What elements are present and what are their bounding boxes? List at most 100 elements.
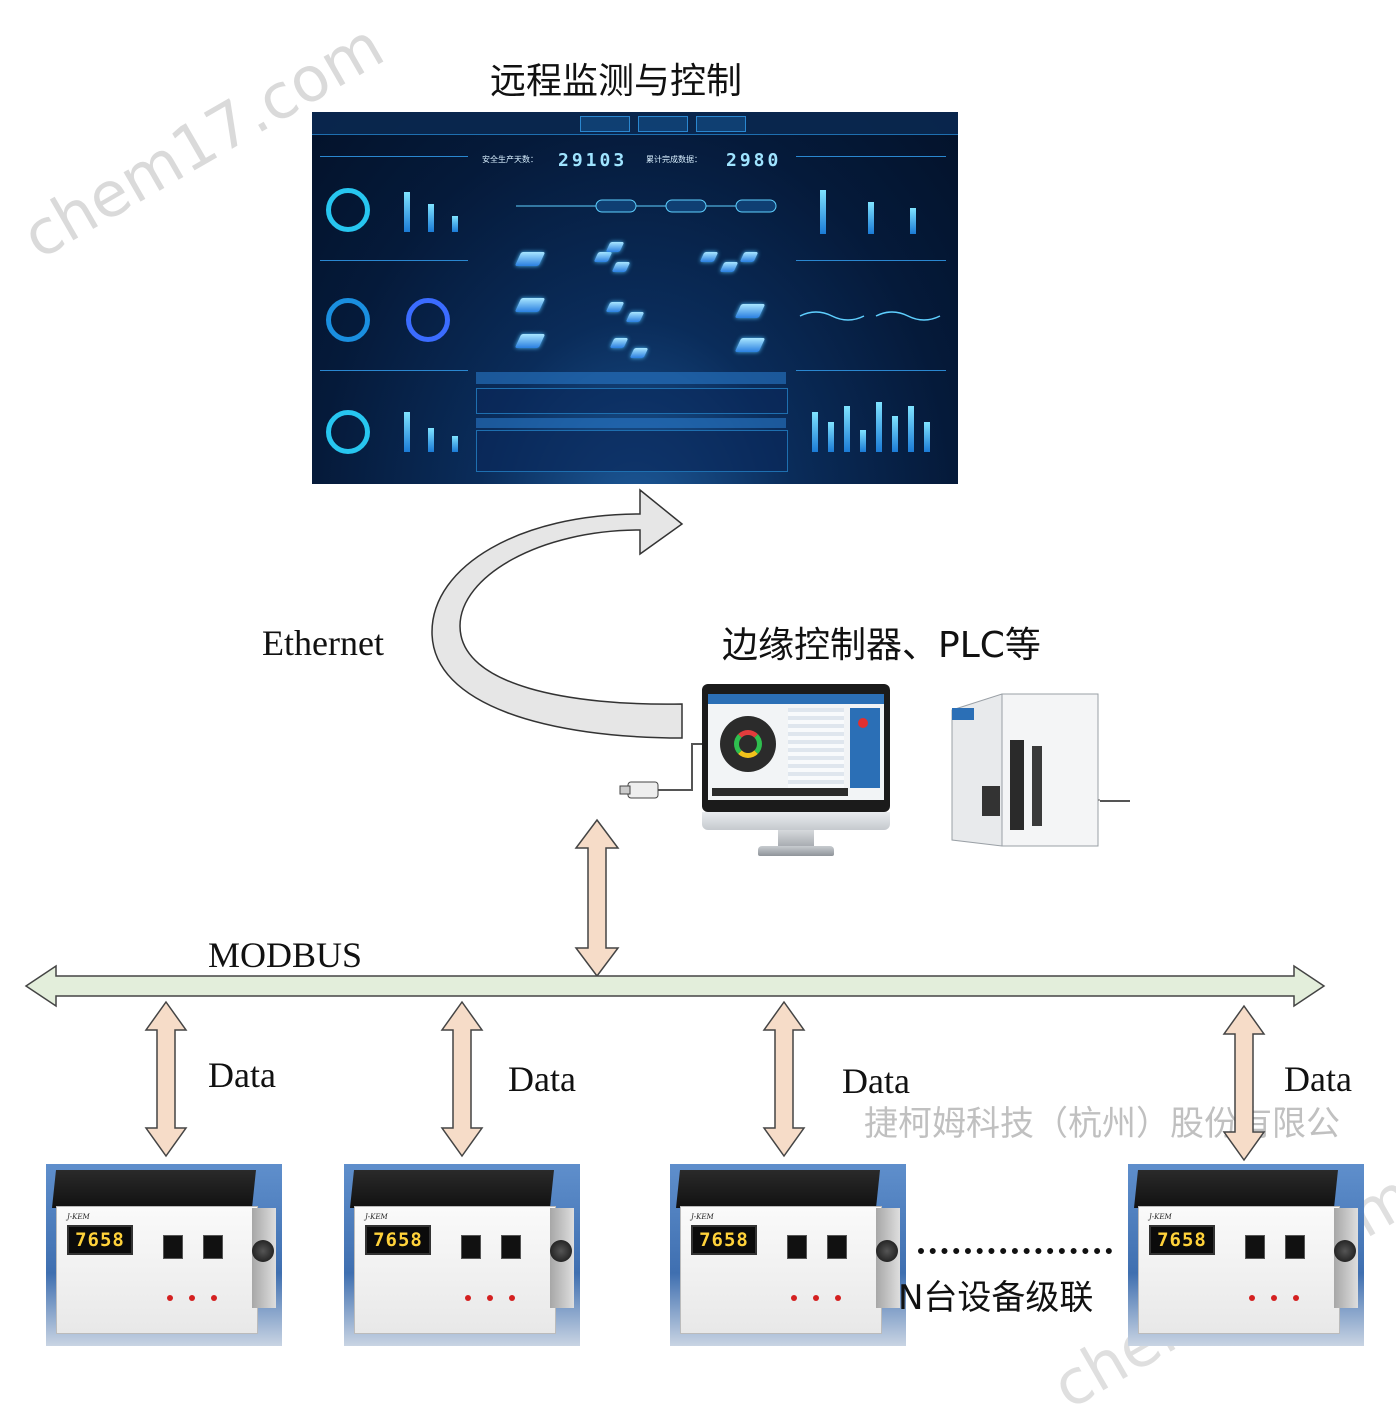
gauge-ring [406, 298, 450, 342]
counter-1-label: 安全生产天数： [482, 155, 538, 164]
usb-cable [619, 743, 702, 799]
bar [924, 422, 930, 452]
bar [404, 412, 410, 452]
monitor-chin [702, 812, 890, 830]
gauge-ring [326, 298, 370, 342]
display-value: 7658 [75, 1229, 125, 1251]
panel-title [320, 252, 468, 261]
dashboard-tab [696, 116, 746, 132]
data-arrow-4 [1222, 1004, 1266, 1162]
status-led [1249, 1295, 1255, 1301]
device-face: J-KEM 7658 [680, 1206, 882, 1334]
device-node [605, 242, 625, 252]
bar [908, 406, 914, 452]
dashboard-topbar [312, 112, 958, 135]
cascade-label: N台设备级联 [898, 1278, 1094, 1318]
temperature-controller-1: J-KEM 7658 [46, 1164, 282, 1346]
status-strip [476, 372, 786, 384]
device-node [609, 338, 629, 348]
bar [428, 204, 434, 232]
device-face: J-KEM 7658 [1138, 1206, 1340, 1334]
ethernet-label: Ethernet [262, 623, 384, 663]
device-brand: J-KEM [1149, 1213, 1172, 1221]
status-led [1293, 1295, 1299, 1301]
data-label-1: Data [208, 1055, 276, 1095]
device-node [605, 302, 625, 312]
bar [812, 412, 818, 452]
mode-switch [827, 1235, 847, 1259]
bar [828, 422, 834, 452]
device-node [699, 252, 719, 262]
device-top [676, 1170, 880, 1208]
device-node [719, 262, 739, 272]
device-knob [550, 1240, 572, 1262]
cascade-dotted-line [918, 1248, 1112, 1262]
device-display: 7658 [1149, 1225, 1215, 1255]
device-node [514, 252, 546, 266]
status-led [1271, 1295, 1277, 1301]
device-top [350, 1170, 554, 1208]
data-label-3: Data [842, 1061, 910, 1101]
plc-cable [1100, 800, 1130, 802]
device-node [734, 304, 766, 318]
controller-bus-arrow [574, 818, 620, 978]
status-led [791, 1295, 797, 1301]
plc-unit [951, 693, 1100, 847]
bar [404, 192, 410, 232]
device-brand: J-KEM [365, 1213, 388, 1221]
dashboard-tab [580, 116, 630, 132]
device-node [625, 312, 645, 322]
power-switch [461, 1235, 481, 1259]
data-label-2: Data [508, 1059, 576, 1099]
data-arrow-3 [762, 1000, 806, 1158]
table-header [476, 418, 786, 428]
device-top [1134, 1170, 1338, 1208]
device-display: 7658 [365, 1225, 431, 1255]
data-table [476, 430, 788, 472]
data-arrow-1 [144, 1000, 188, 1158]
bar [910, 208, 916, 234]
device-brand: J-KEM [67, 1213, 90, 1221]
status-led [465, 1295, 471, 1301]
bar [892, 416, 898, 452]
panel-title [320, 148, 468, 157]
panel-title [796, 362, 946, 371]
wave-chart [799, 311, 941, 321]
bar [868, 202, 874, 234]
status-row [476, 388, 788, 414]
dashboard-screen: 安全生产天数： 29103 累计完成数据： 2980 [312, 112, 958, 484]
bar [452, 436, 458, 452]
status-led [211, 1295, 217, 1301]
edge-controller-label: 边缘控制器、PLC等 [722, 625, 1041, 666]
device-node [739, 252, 759, 262]
status-led [835, 1295, 841, 1301]
mode-switch [1285, 1235, 1305, 1259]
device-node [611, 262, 631, 272]
temperature-controller-3: J-KEM 7658 [670, 1164, 906, 1346]
panel-title [796, 252, 946, 261]
device-top [52, 1170, 256, 1208]
mode-switch [203, 1235, 223, 1259]
watermark-company: 捷柯姆科技（杭州）股份有限公 [864, 1104, 1340, 1144]
counter-2-value: 2980 [726, 150, 782, 171]
display-value: 7658 [373, 1229, 423, 1251]
bar [452, 216, 458, 232]
bar [844, 406, 850, 452]
device-node [514, 334, 546, 348]
data-label-4: Data [1284, 1059, 1352, 1099]
device-node [593, 252, 613, 262]
device-knob [1334, 1240, 1356, 1262]
edge-computer-monitor [702, 684, 890, 812]
display-value: 7658 [1157, 1229, 1207, 1251]
status-led [189, 1295, 195, 1301]
panel-title [320, 362, 468, 371]
device-brand: J-KEM [691, 1213, 714, 1221]
temperature-controller-2: J-KEM 7658 [344, 1164, 580, 1346]
device-display: 7658 [691, 1225, 757, 1255]
modbus-label: MODBUS [208, 935, 363, 975]
bar [428, 428, 434, 452]
counter-2-label: 累计完成数据： [646, 155, 702, 164]
monitor-stand [778, 830, 814, 846]
device-face: J-KEM 7658 [354, 1206, 556, 1334]
gauge-ring [326, 188, 370, 232]
